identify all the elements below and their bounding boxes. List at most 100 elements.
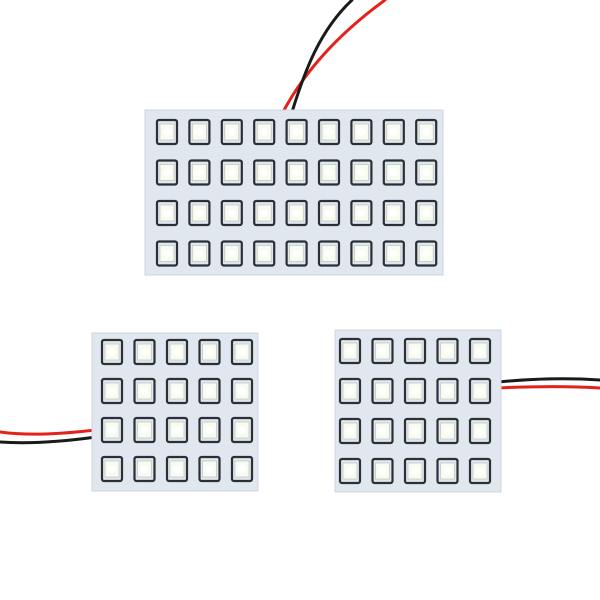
led-frame [220, 118, 243, 146]
led [253, 159, 276, 186]
led-frame [317, 159, 341, 186]
led-frame [436, 417, 459, 445]
led-frame [188, 199, 211, 227]
led [188, 159, 211, 186]
led-frame [436, 457, 459, 485]
led [468, 417, 492, 445]
panels [91, 109, 502, 493]
led [220, 159, 243, 186]
led-frame [165, 338, 189, 366]
led-frame [317, 118, 341, 146]
led-glow [346, 427, 354, 435]
led-frame [155, 240, 179, 267]
led-glow [422, 249, 431, 258]
led-glow [227, 128, 236, 136]
led-glow [163, 209, 171, 217]
led [350, 159, 373, 186]
led [317, 199, 341, 227]
led-frame [253, 199, 276, 227]
led [165, 455, 189, 483]
led-frame [415, 199, 438, 227]
led-frame [338, 337, 362, 365]
led [100, 338, 124, 366]
led-glow [476, 347, 484, 355]
large-panel [144, 109, 444, 276]
led-glow [378, 387, 387, 395]
led-glow [411, 387, 419, 395]
led-glow [378, 347, 387, 355]
led-glow [389, 168, 398, 177]
led-frame [230, 338, 254, 366]
led-glow [108, 348, 116, 356]
led-glow [476, 387, 484, 395]
led-frame [155, 159, 179, 186]
led [338, 337, 362, 365]
led [371, 377, 394, 405]
led-frame [285, 118, 308, 146]
led-glow [325, 249, 333, 258]
led [317, 118, 341, 146]
led [415, 118, 438, 146]
led [338, 457, 362, 485]
led [230, 455, 254, 483]
led [253, 199, 276, 227]
led [188, 199, 211, 227]
led-frame [188, 240, 211, 267]
led-glow [357, 168, 366, 177]
led-frame [133, 455, 156, 483]
led [317, 159, 341, 186]
led [403, 337, 427, 365]
led-glow [260, 209, 269, 217]
led-frame [468, 457, 492, 485]
led-frame [253, 159, 276, 186]
led-frame [198, 338, 221, 366]
led [198, 338, 221, 366]
led-frame [253, 240, 276, 267]
led-glow [108, 387, 116, 395]
led-glow [476, 467, 484, 475]
led-glow [238, 387, 246, 395]
led-frame [198, 455, 221, 483]
led [468, 337, 492, 365]
led-frame [100, 377, 124, 405]
led-glow [389, 128, 398, 136]
led-glow [378, 427, 387, 435]
led-glow [411, 467, 419, 475]
led-glow [422, 209, 431, 217]
led-glow [227, 168, 236, 177]
led-glow [346, 387, 354, 395]
led-glow [140, 348, 149, 356]
small-panel-right-wire-black [496, 377, 600, 384]
led [253, 118, 276, 146]
led-frame [468, 417, 492, 445]
led-frame [285, 240, 308, 267]
led-frame [338, 377, 362, 405]
led [198, 377, 221, 405]
led [403, 417, 427, 445]
led-frame [403, 417, 427, 445]
led-glow [163, 168, 171, 177]
led-frame [100, 338, 124, 366]
led-glow [422, 168, 431, 177]
led [436, 337, 459, 365]
led-frame [338, 457, 362, 485]
led-glow [205, 348, 214, 356]
led [350, 118, 373, 146]
led [133, 338, 156, 366]
led-frame [165, 416, 189, 444]
led-glow [292, 249, 301, 258]
led [285, 240, 308, 267]
led [155, 118, 179, 146]
led [220, 199, 243, 227]
small-panel-left-wire-black [0, 435, 98, 445]
led-glow [238, 465, 246, 473]
led-glow [346, 467, 354, 475]
led-glow [443, 467, 452, 475]
led-glow [292, 209, 301, 217]
led-frame [230, 377, 254, 405]
small-panel-right-wire-red [496, 385, 600, 390]
led-frame [371, 417, 394, 445]
led-frame [382, 118, 405, 146]
led-glow [163, 128, 171, 136]
led-glow [260, 249, 269, 258]
